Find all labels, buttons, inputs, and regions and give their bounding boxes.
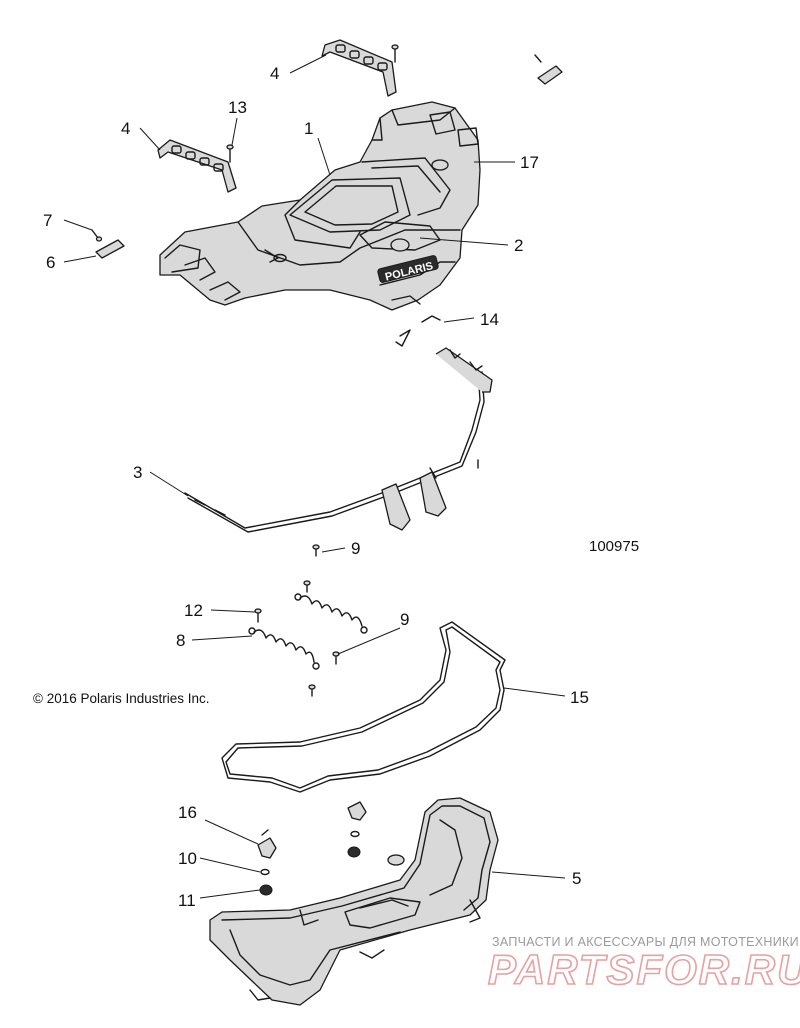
pin-9-upper [312, 544, 320, 557]
copyright-notice: © 2016 Polaris Industries Inc. [33, 691, 210, 706]
callout-4-lower: 4 [121, 119, 130, 138]
callout-1: 1 [304, 119, 313, 138]
callout-16: 11 [178, 891, 196, 910]
pin-bottom [308, 684, 316, 697]
leader-lines [63, 54, 566, 899]
diagram-reference-number: 100975 [589, 538, 639, 555]
latch-14 [257, 829, 277, 859]
callout-10: 12 [184, 601, 203, 620]
pin-9-lower [332, 651, 340, 665]
callout-12: 14 [480, 310, 499, 329]
callout-4-upper: 4 [270, 64, 279, 83]
callout-5: 5 [572, 869, 581, 888]
callout-11: 13 [228, 98, 247, 117]
callout-labels: 4 4 13 1 17 2 7 6 14 3 9 100975 12 8 9 1… [33, 64, 639, 910]
pin-7 [91, 229, 103, 242]
callout-9-lower: 9 [400, 610, 409, 629]
callout-15: 10 [178, 849, 197, 868]
callout-13: 15 [570, 688, 589, 707]
rack-bracket-upper [321, 39, 397, 97]
screw-spring-top [303, 580, 311, 593]
callout-2: 2 [514, 236, 523, 255]
pins-12 [395, 315, 441, 347]
watermark-logo: PARTSFOR.RU [488, 946, 800, 993]
front-rack-assembly: POLARIS [159, 101, 481, 311]
screw-top [391, 44, 399, 63]
callout-3: 3 [133, 463, 142, 482]
latch-center [347, 801, 367, 858]
clip-6 [95, 239, 125, 259]
callout-9-upper: 9 [351, 539, 360, 558]
seal-gasket [221, 621, 506, 793]
storage-tub [209, 797, 499, 1006]
spring-upper [294, 593, 368, 634]
rack-bracket-lower [157, 139, 237, 193]
callout-7: 7 [43, 211, 52, 230]
grommet-16 [259, 884, 273, 896]
callout-14: 16 [178, 803, 197, 822]
screw-11 [226, 144, 234, 163]
latch-rod-assembly [184, 347, 493, 533]
callout-8: 8 [176, 631, 185, 650]
callout-17: 17 [520, 153, 539, 172]
screw-10 [254, 608, 262, 623]
callout-6: 6 [46, 253, 55, 272]
washer-15 [260, 868, 270, 876]
spring-lower [248, 627, 320, 670]
clip-top-right [534, 54, 563, 85]
watermark: ЗАПЧАСТИ И АКСЕССУАРЫ ДЛЯ МОТОТЕХНИКИ PA… [487, 935, 800, 994]
watermark-tagline: ЗАПЧАСТИ И АКСЕССУАРЫ ДЛЯ МОТОТЕХНИКИ [492, 935, 799, 949]
